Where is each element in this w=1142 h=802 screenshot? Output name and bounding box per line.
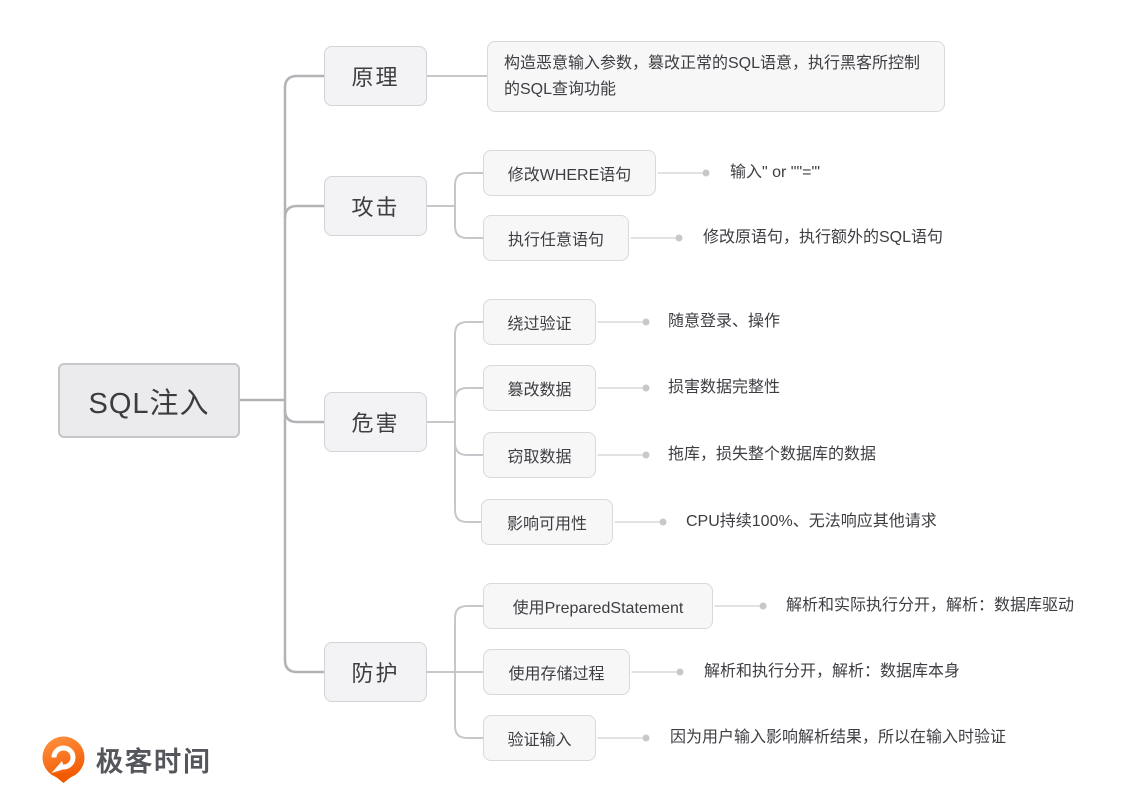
node-steal-data[interactable]: 窃取数据 (483, 432, 596, 478)
note-stored-procedure: 解析和执行分开，解析：数据库本身 (704, 663, 961, 680)
geektime-logo-text: 极客时间 (96, 747, 212, 777)
trunk-lines (238, 74, 326, 674)
node-tamper-data[interactable]: 篡改数据 (483, 365, 596, 411)
branch-node-principle[interactable]: 原理 (324, 46, 427, 106)
branch-node-protection[interactable]: 防护 (324, 642, 427, 702)
geektime-pin-icon (42, 736, 85, 783)
note-affect-availability: CPU持续100%、无法响应其他请求 (686, 513, 937, 530)
branch-node-harm[interactable]: 危害 (324, 392, 427, 452)
branch-node-attack[interactable]: 攻击 (324, 176, 427, 236)
node-affect-availability[interactable]: 影响可用性 (481, 499, 613, 545)
node-use-stored-procedure[interactable]: 使用存储过程 (483, 649, 630, 695)
note-preparedstatement: 解析和实际执行分开，解析：数据库驱动 (786, 597, 1075, 614)
branch-lines (426, 75, 488, 739)
note-validate-input: 因为用户输入影响解析结果，所以在输入时验证 (670, 729, 1007, 746)
node-use-preparedstatement[interactable]: 使用PreparedStatement (483, 583, 713, 629)
node-bypass-authentication[interactable]: 绕过验证 (483, 299, 596, 345)
node-execute-arbitrary-statement[interactable]: 执行任意语句 (483, 215, 629, 261)
geektime-logo: 极客时间 (40, 736, 212, 783)
note-bypass-authentication: 随意登录、操作 (668, 313, 781, 330)
note-steal-data: 拖库，损失整个数据库的数据 (668, 446, 877, 463)
note-where-clause-example: 输入" or ""="' (730, 164, 821, 181)
node-validate-input[interactable]: 验证输入 (483, 715, 596, 761)
node-modify-where-clause[interactable]: 修改WHERE语句 (483, 150, 656, 196)
node-principle-description[interactable]: 构造恶意输入参数，篡改正常的SQL语意，执行黑客所控制的SQL查询功能 (487, 41, 945, 112)
root-node-sql-injection[interactable]: SQL注入 (58, 363, 240, 438)
leaf-lines (597, 172, 760, 739)
note-arbitrary-statement: 修改原语句，执行额外的SQL语句 (703, 229, 944, 246)
leaf-dots (642, 169, 767, 742)
note-tamper-data: 损害数据完整性 (668, 379, 781, 396)
